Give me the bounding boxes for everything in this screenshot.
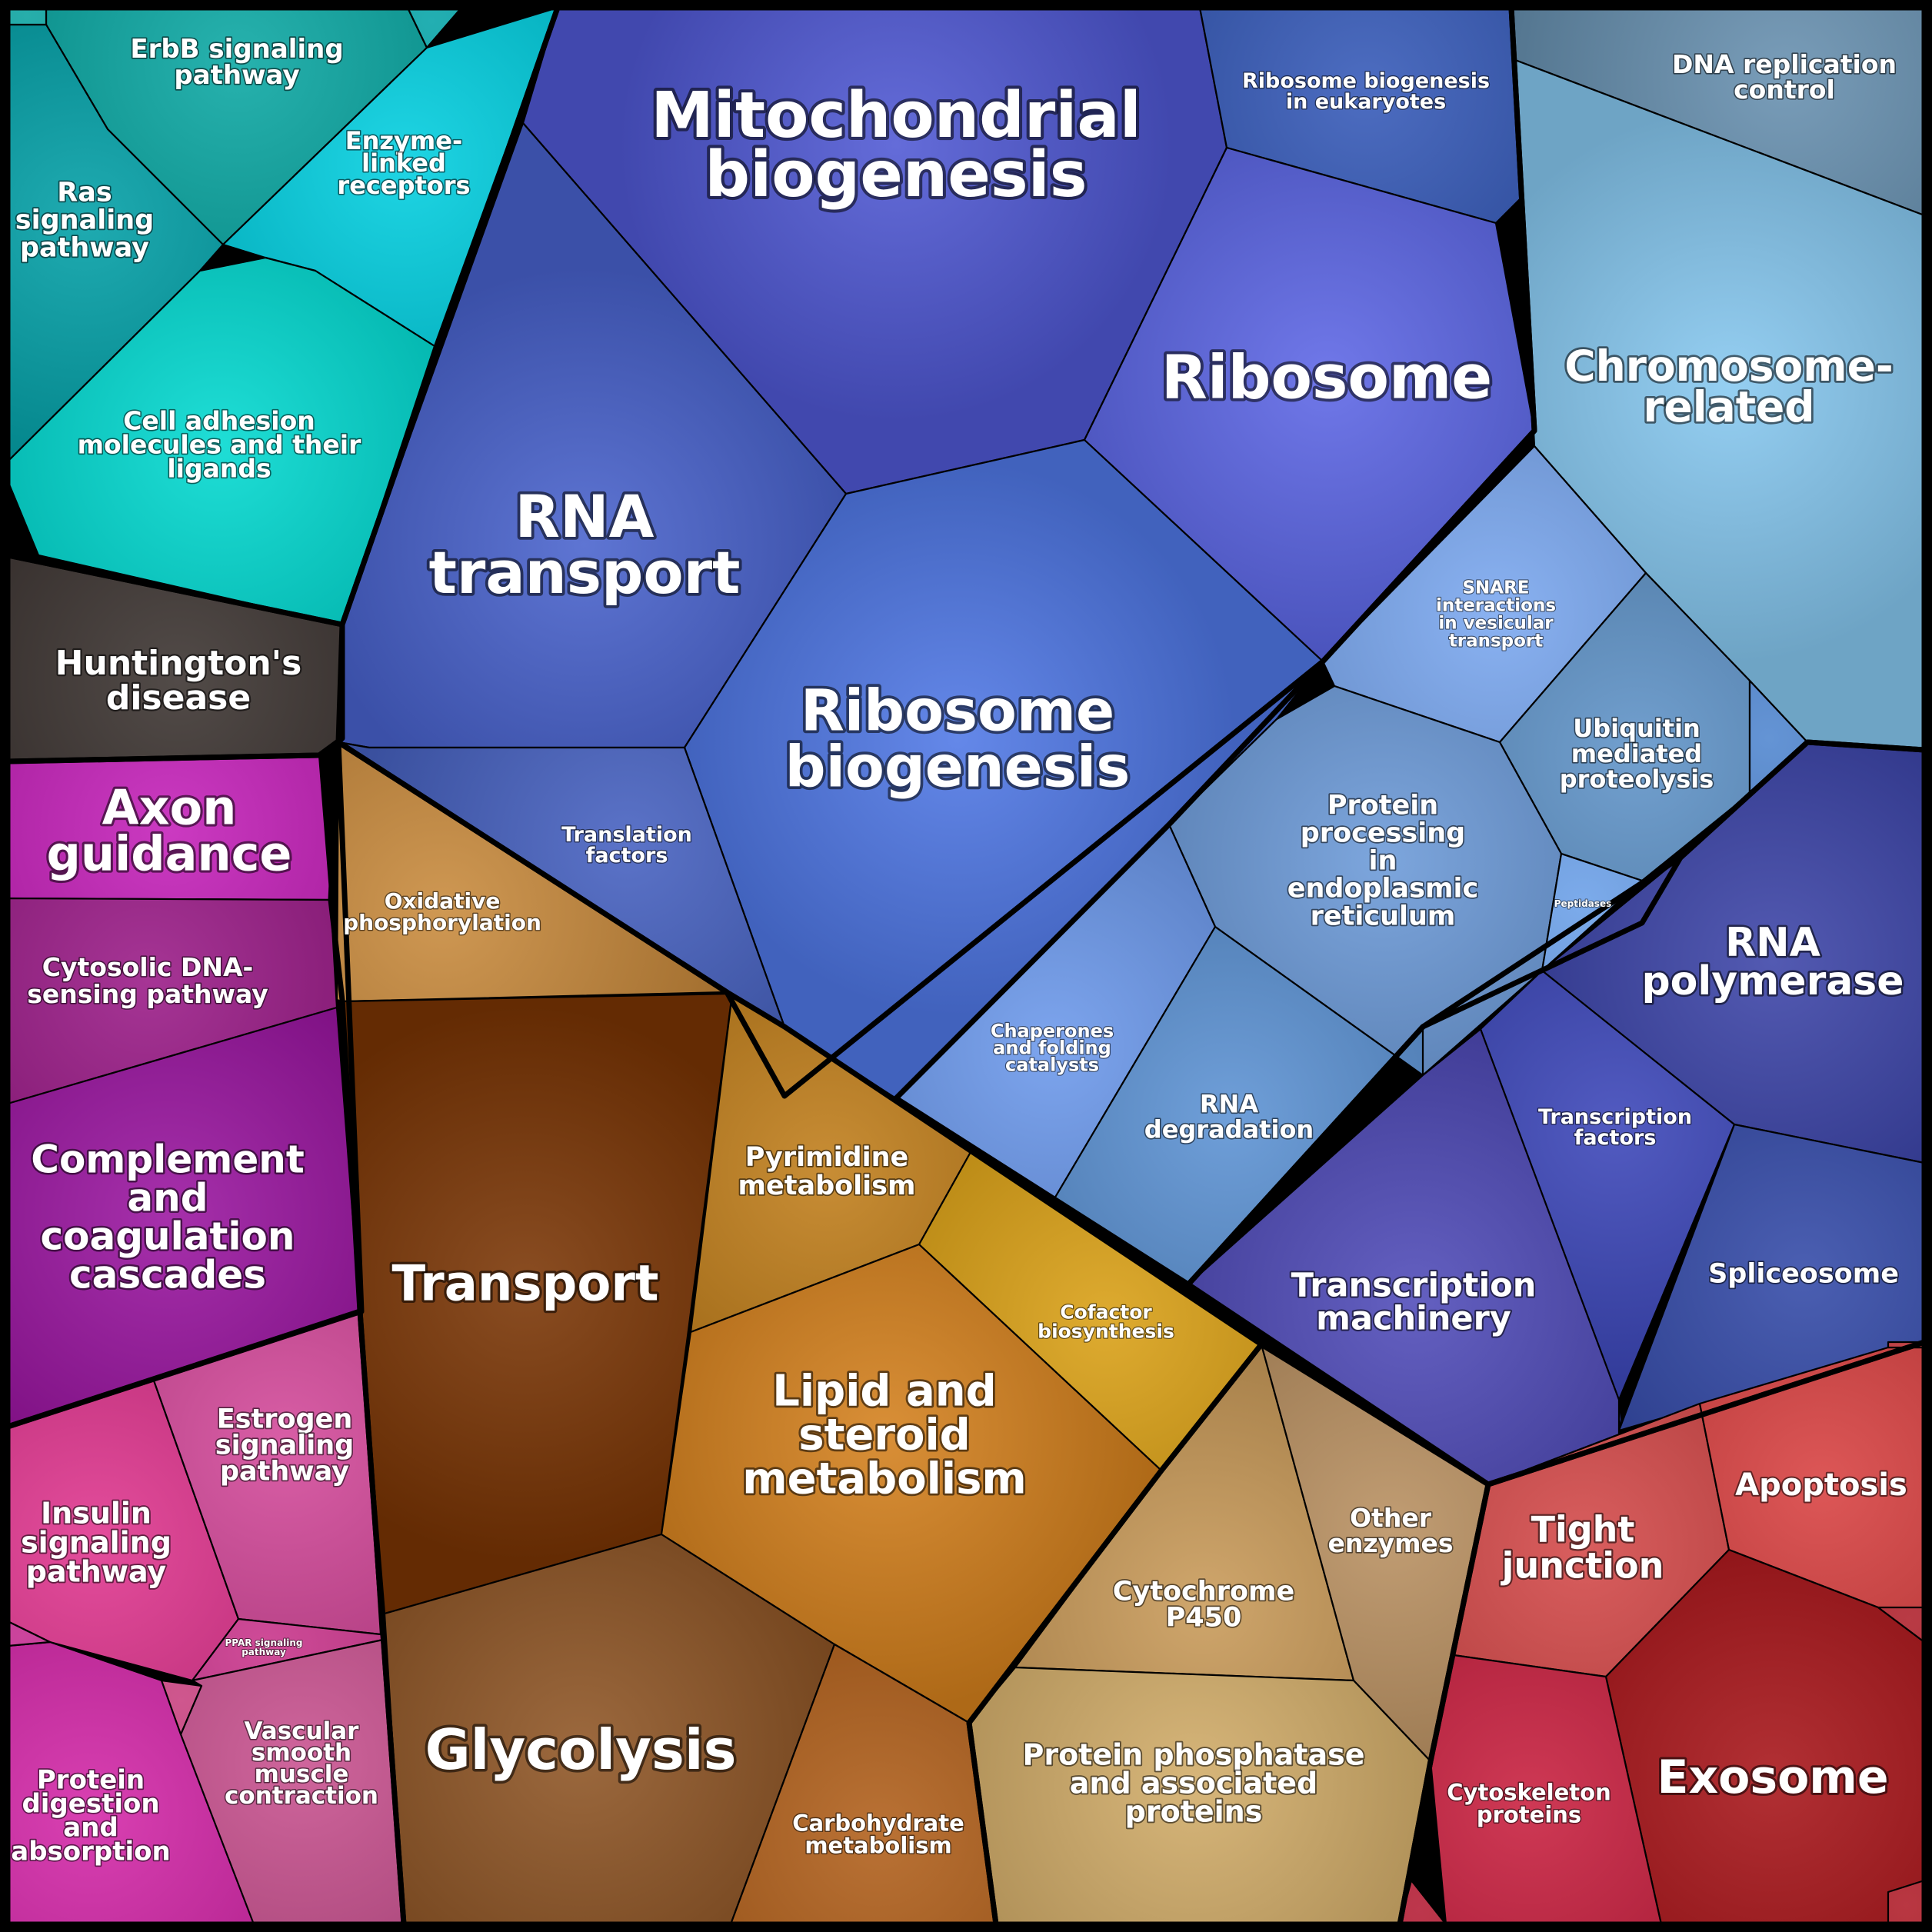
cell-cell-adhesion-molecules-and-their-ligands <box>6 256 436 626</box>
treemap-cells <box>6 6 1926 1926</box>
label-cytosolic-dna-sensing-pathway: Cytosolic DNA-sensing pathway <box>27 952 268 1009</box>
label-spliceosome: Spliceosome <box>1708 1258 1899 1289</box>
label-exosome: Exosome <box>1657 1750 1888 1804</box>
cell-melanogenesis <box>160 1679 203 1736</box>
label-ribosome: Ribosome <box>1161 343 1492 412</box>
label-transport: Transport <box>392 1255 659 1312</box>
label-chromosome-related: Chromosome-related <box>1564 341 1894 431</box>
cell-transcription-factors <box>1479 969 1736 1432</box>
label-apoptosis: Apoptosis <box>1735 1467 1907 1503</box>
label-peptidases: Peptidases <box>1554 898 1611 909</box>
cell-peptidases <box>1541 852 1644 972</box>
label-glycolysis: Glycolysis <box>425 1717 737 1782</box>
